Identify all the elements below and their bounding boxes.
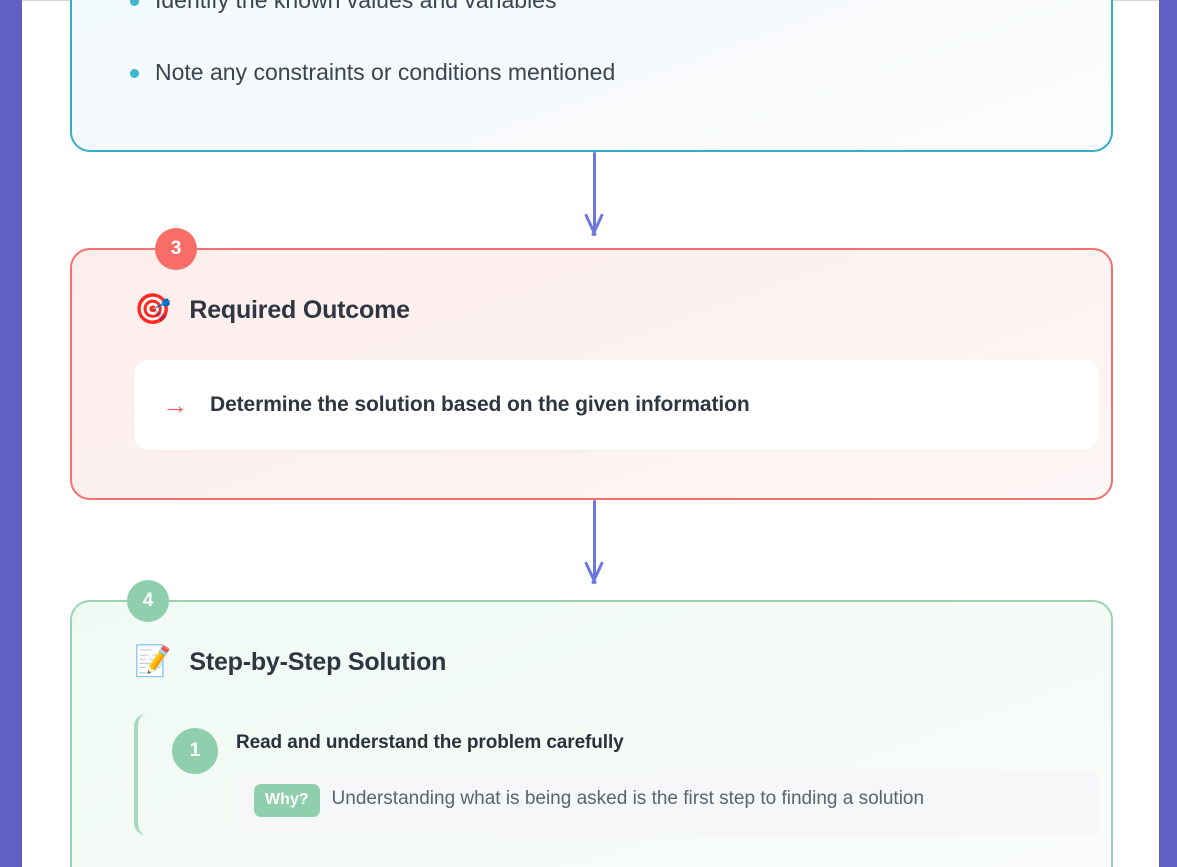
understanding-bullet-list: Identify the known values and variables … [130, 0, 1060, 130]
list-item: Identify the known values and variables [130, 0, 1060, 16]
step-by-step-header: 📝 Step-by-Step Solution [134, 647, 446, 677]
step-body: Read and understand the problem carefull… [236, 728, 1099, 835]
right-accent-bar [1159, 0, 1177, 867]
card-title: Step-by-Step Solution [189, 647, 447, 676]
step-number-label: 3 [170, 238, 182, 259]
content-column: Identify the known values and variables … [22, 0, 1159, 867]
arrow-stem [593, 152, 596, 230]
step-index-label: 1 [189, 740, 201, 761]
step-number-badge-3: 3 [155, 228, 197, 270]
card-step-by-step-solution: 4 📝 Step-by-Step Solution 1 Read and und… [70, 580, 1113, 867]
flow-arrow-down-icon [574, 500, 614, 596]
step-title: Read and understand the problem carefull… [236, 732, 624, 753]
bullet-text: Note any constraints or conditions menti… [155, 58, 616, 85]
list-item: Note any constraints or conditions menti… [130, 58, 1060, 88]
why-badge: Why? [254, 784, 320, 817]
step-number-label: 4 [142, 590, 154, 611]
memo-icon: 📝 [134, 645, 172, 678]
card-understanding: Identify the known values and variables … [70, 0, 1113, 152]
flow-arrow-down-icon [574, 152, 614, 248]
target-icon: 🎯 [134, 293, 172, 326]
card-title: Required Outcome [189, 295, 410, 324]
arrow-stem [593, 500, 596, 578]
outcome-statement-panel: → Determine the solution based on the gi… [134, 360, 1099, 450]
list-item: 1 Read and understand the problem carefu… [134, 714, 1099, 835]
bullet-text: Identify the known values and variables [155, 0, 557, 13]
right-arrow-icon: → [162, 390, 188, 420]
why-text: Understanding what is being asked is the… [331, 788, 925, 809]
arrow-head [582, 214, 606, 238]
step-row: 1 Read and understand the problem carefu… [172, 728, 1099, 835]
bullet-dot-icon [130, 68, 139, 78]
arrow-head [582, 562, 606, 586]
step-number-badge-4: 4 [127, 580, 169, 622]
required-outcome-header: 🎯 Required Outcome [134, 295, 410, 325]
outcome-statement-text: Determine the solution based on the give… [210, 393, 750, 416]
left-accent-bar [0, 0, 22, 867]
card-required-outcome: 3 🎯 Required Outcome → Determine the sol… [70, 228, 1113, 500]
step-index-badge: 1 [172, 728, 218, 774]
why-explanation-box: Why? Understanding what is being asked is… [236, 770, 1099, 835]
bullet-dot-icon [130, 0, 139, 6]
